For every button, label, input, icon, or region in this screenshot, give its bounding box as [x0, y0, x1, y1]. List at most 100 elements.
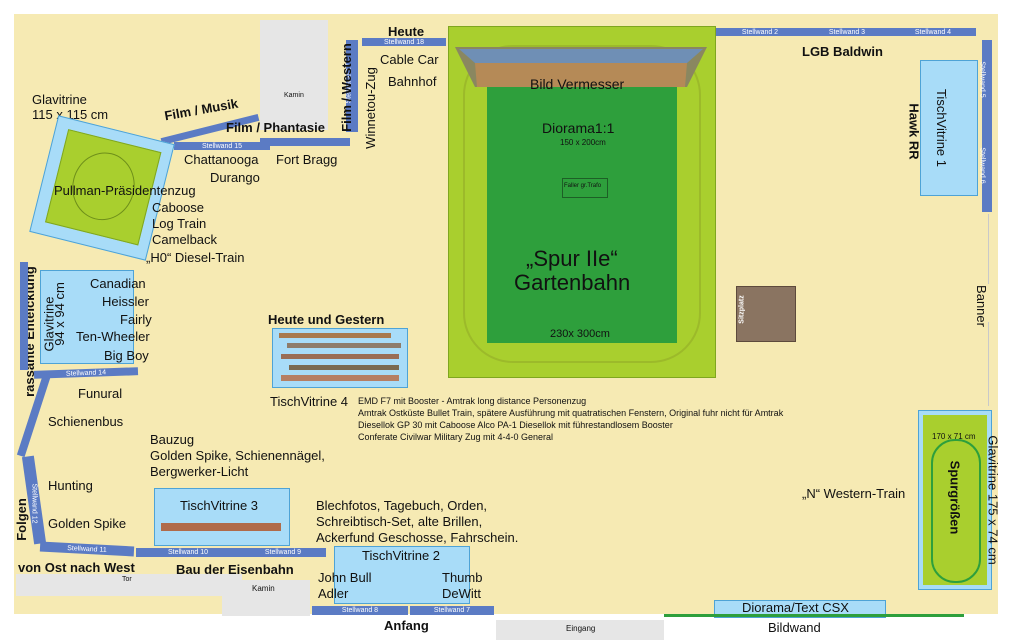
stellwand-18: Stellwand 18 — [362, 38, 446, 46]
glavitrine-n-western — [918, 410, 992, 590]
log-train-label: Log Train — [152, 216, 207, 231]
bildwand-line — [664, 614, 964, 617]
diorama-size: 150 x 200cm — [560, 138, 606, 147]
spur-label-1: „Spur IIe“ — [526, 246, 618, 271]
ten-wheeler-label: Ten-Wheeler — [76, 329, 150, 344]
tischvitrine-3 — [154, 488, 290, 546]
tischvitrine-1-label: TischVitrine 1 — [934, 88, 950, 168]
blech-label-2: Schreibtisch-Set, alte Brillen, — [316, 514, 483, 529]
n-western-label: „N“ Western-Train — [802, 486, 906, 501]
train-list: EMD F7 mit Booster - Amtrak long distanc… — [358, 395, 783, 443]
tor — [16, 574, 242, 596]
wall-left-upper — [20, 262, 28, 370]
tischvitrine-3-label: TischVitrine 3 — [180, 498, 259, 513]
stellwand-2: Stellwand 2 — [716, 28, 804, 36]
chattanooga-label: Chattanooga — [184, 152, 259, 167]
gartenbahn-area — [448, 26, 716, 378]
glavitrine-2 — [40, 270, 134, 364]
spurgroessen-label: Spurgrößen — [947, 460, 963, 535]
hunting-label: Hunting — [48, 478, 93, 493]
trainbar-2 — [287, 343, 401, 348]
tischvitrine-2 — [334, 546, 470, 604]
n-western-track — [931, 439, 981, 583]
funural-label: Funural — [78, 386, 123, 401]
eingang-label: Eingang — [566, 624, 596, 633]
sitzplatz-label: Sitzplatz — [738, 295, 746, 324]
garden-size: 230x 300cm — [550, 328, 610, 340]
trainbar-3 — [281, 354, 399, 359]
golden-spike-label: Golden Spike — [48, 516, 127, 531]
train-list-item: Amtrak Ostküste Bullet Train, spätere Au… — [358, 408, 784, 418]
kamin-bottom — [222, 580, 310, 616]
pullman-label: Pullman-Präsidentenzug — [54, 183, 196, 198]
glavitrine-1-size: 115 x 115 cm — [32, 107, 109, 122]
banner-line-2 — [988, 322, 989, 406]
stellwand-12-label: Stellwand 12 — [30, 483, 38, 524]
stellwand-10: Stellwand 10 — [136, 548, 240, 557]
bauzug-label-2: Golden Spike, Schienennägel, — [150, 448, 325, 463]
train-list-item: EMD F7 mit Booster - Amtrak long distanc… — [358, 396, 587, 406]
tischvitrine-4 — [272, 328, 408, 388]
big-boy-label: Big Boy — [104, 348, 149, 363]
banner-line — [988, 214, 989, 284]
winnetou-label: Winnetou-Zug — [362, 67, 378, 149]
spur-label-2: Gartenbahn — [514, 270, 631, 295]
glavitrine-3-label: Glavitrine 175 x 74 cm — [985, 435, 1001, 565]
diorama-csx-label: Diorama/Text CSX — [742, 600, 849, 615]
film-western-label: Film / Western — [338, 43, 354, 132]
kamin-top-label: Kamin — [284, 92, 304, 99]
schienenbus-label: Schienenbus — [48, 414, 124, 429]
train-list-item: Diesellok GP 30 mit Caboose Alco PA-1 Di… — [358, 420, 673, 430]
diorama-label: Diorama1:1 — [542, 120, 615, 136]
bild-vermesser-painting — [455, 47, 707, 87]
tischvitrine-4-label: TischVitrine 4 — [270, 394, 349, 409]
garden-track-outline — [463, 45, 701, 363]
bild-vermesser-label: Bild Vermesser — [530, 76, 625, 92]
train-list-item: Conferate Civilwar Military Zug mit 4-4-… — [358, 432, 554, 442]
bildwand-label: Bildwand — [768, 620, 821, 635]
eingang — [496, 620, 664, 640]
stellwand-4: Stellwand 4 — [890, 28, 976, 36]
stellwand-5 — [982, 40, 992, 126]
n-western-inner — [923, 415, 987, 585]
stellwand-15: Stellwand 15 — [174, 142, 270, 150]
fort-bragg-label: Fort Bragg — [276, 152, 338, 167]
canadian-label: Canadian — [90, 276, 146, 291]
bahnhof-label: Bahnhof — [388, 74, 437, 89]
trainbar-5 — [281, 375, 399, 381]
folgen-label: Folgen — [13, 498, 29, 541]
diorama-green — [487, 69, 677, 343]
stellwand-5-label: Stellwand 5 — [978, 61, 986, 98]
vitrine-size-label: 170 x 71 cm — [932, 432, 976, 441]
kamin-bottom-label: Kamin — [252, 584, 275, 593]
film-phantasie-label: Film / Phantasie — [226, 120, 325, 135]
tor-label: Tor — [122, 576, 132, 583]
stellwand-6 — [982, 126, 992, 212]
caboose-label: Caboose — [152, 200, 205, 215]
hawk-label: Hawk RR — [906, 103, 922, 160]
cable-car-label: Cable Car — [380, 52, 439, 67]
wall-15b — [260, 138, 350, 146]
blech-label-3: Ackerfund Geschosse, Fahrschein. — [316, 530, 519, 545]
stellwand-8: Stellwand 8 — [312, 606, 408, 615]
stellwand-17 — [346, 40, 358, 132]
glavitrine-1-label: Glavitrine — [32, 92, 87, 107]
heute-label: Heute — [388, 24, 425, 39]
faller-label: Faller gr.Trafo — [564, 183, 602, 189]
thumb-label: Thumb — [442, 570, 483, 585]
heute-gestern-label: Heute und Gestern — [268, 312, 385, 327]
tischvitrine-2-label: TischVitrine 2 — [362, 548, 441, 563]
tv3-bar — [161, 523, 281, 531]
sitzplatz — [736, 286, 796, 342]
dewitt-label: DeWitt — [442, 586, 481, 601]
camelback-label: Camelback — [152, 232, 218, 247]
john-bull-label: John Bull — [318, 570, 372, 585]
h0-diesel-label: „H0“ Diesel-Train — [146, 250, 245, 265]
blech-label-1: Blechfotos, Tagebuch, Orden, — [316, 498, 488, 513]
lgb-label: LGB Baldwin — [802, 44, 883, 59]
stellwand-7: Stellwand 7 — [410, 606, 494, 615]
von-ost-label: von Ost nach West — [18, 560, 135, 575]
bauzug-label-3: Bergwerker-Licht — [150, 464, 249, 479]
stellwand-6-label: Stellwand 6 — [978, 147, 986, 184]
fairly-label: Fairly — [120, 312, 152, 327]
